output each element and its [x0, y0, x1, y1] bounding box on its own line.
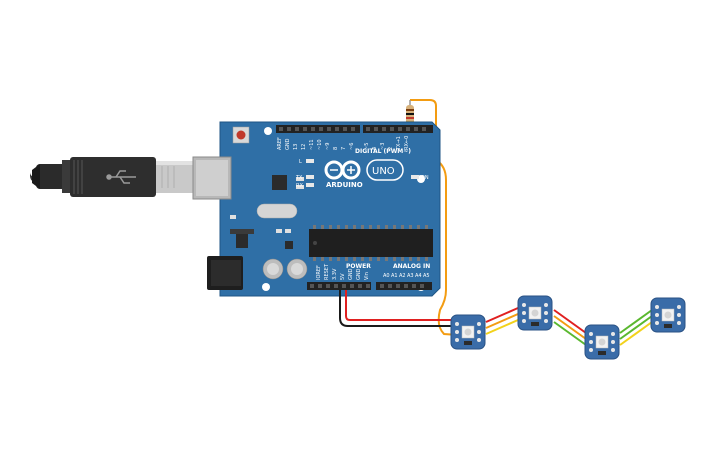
pin-label: GND — [285, 138, 291, 150]
power-section-label: POWER — [346, 263, 371, 270]
brand-label: ARDUINO — [326, 181, 363, 189]
pin-label: 4 — [372, 147, 378, 150]
power-header[interactable] — [307, 282, 371, 290]
pin-label: 12 — [301, 144, 307, 150]
pin-label: A3 — [407, 273, 414, 279]
pin-label: A4 — [415, 273, 422, 279]
pin-label: ~9 — [325, 143, 331, 150]
pixel-chain-wires[interactable] — [485, 307, 653, 346]
pin-label: A0 — [383, 273, 390, 279]
pin-label: A2 — [399, 273, 406, 279]
led-rx-label: RX — [296, 183, 303, 189]
pin-label: RX←0 — [404, 136, 410, 150]
analog-header[interactable] — [376, 282, 432, 290]
model-label: UNO — [372, 166, 395, 177]
mounting-hole — [264, 127, 272, 135]
pin-label: 8 — [333, 147, 339, 150]
pin-label: 5V — [340, 273, 346, 280]
capacitor — [286, 258, 308, 280]
usb-chip — [272, 175, 287, 190]
led-l — [306, 159, 314, 163]
usb-cable[interactable] — [30, 157, 196, 197]
led-rx — [306, 183, 314, 187]
atmega-chip — [309, 225, 433, 261]
pin-label: TX→1 — [396, 136, 402, 151]
arduino-infinity-logo-icon — [324, 160, 361, 180]
pin-label: A5 — [423, 273, 430, 279]
led-on-label: ON — [421, 175, 429, 181]
digital-header[interactable] — [276, 125, 433, 133]
neopixel-1[interactable] — [450, 314, 486, 350]
pin-label: ~6 — [349, 143, 355, 150]
pin-label: GND — [348, 268, 354, 280]
reset-button[interactable] — [232, 126, 250, 144]
logo-plus-minus-icon — [330, 166, 355, 174]
capacitor — [262, 258, 284, 280]
neopixel-4[interactable] — [650, 297, 686, 333]
neopixel-3[interactable] — [584, 324, 620, 360]
pin-label: ~3 — [380, 143, 386, 150]
pin-label: ~5 — [364, 143, 370, 150]
usb-plug-metal — [156, 161, 196, 193]
pin-label: ~10 — [317, 139, 323, 150]
mounting-hole — [262, 283, 270, 291]
led-on — [411, 175, 419, 179]
power-jack — [207, 256, 243, 290]
analog-section-label: ANALOG IN — [393, 263, 430, 270]
pin-label: Vin — [364, 272, 370, 280]
uno-badge — [366, 159, 404, 181]
pin-label: GND — [356, 268, 362, 280]
digital-section-label: DIGITAL (PWM~) — [355, 148, 411, 155]
pin-label: ~11 — [309, 139, 315, 150]
usb-symbol-icon — [106, 170, 136, 184]
crystal-oscillator — [256, 203, 298, 219]
pin-label: 7 — [341, 147, 347, 150]
pin-label: 2 — [388, 147, 394, 150]
pin-label: IOREF — [316, 265, 322, 280]
neopixel-2[interactable] — [517, 295, 553, 331]
led-l-label: L — [299, 159, 302, 165]
usb-cable-strain-relief — [36, 164, 66, 189]
wire-gnd-black[interactable] — [339, 290, 452, 327]
pin-label: AREF — [277, 137, 283, 150]
pin-label: A1 — [391, 273, 398, 279]
voltage-regulator — [236, 234, 248, 248]
pin-label: RESET — [324, 263, 330, 280]
pin-label: 3.3V — [332, 268, 338, 280]
pin-label: 13 — [293, 144, 299, 150]
led-tx-label: TX — [295, 175, 303, 181]
led-indicators: L TX RX ON — [295, 159, 429, 189]
led-tx — [306, 175, 314, 179]
